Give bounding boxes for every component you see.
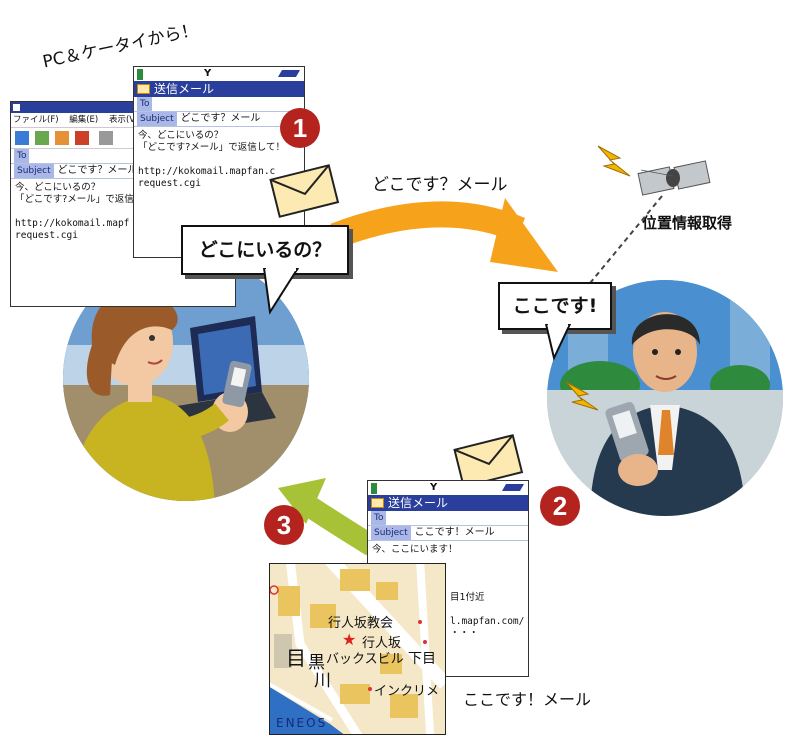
woman-circle	[63, 255, 309, 501]
menu-view[interactable]: 表示(V)	[108, 115, 139, 125]
phone-to-row[interactable]: To	[134, 97, 304, 112]
phone-mail-body[interactable]: 今、どこにいるの？ 「どこです?メール」で返信して！ http://kokoma…	[138, 130, 285, 189]
step-3-badge: 3	[264, 505, 304, 545]
paste-toolbar-icon[interactable]	[55, 131, 69, 145]
map-label-shimome: 下目	[408, 651, 436, 667]
envelope-icon	[453, 434, 524, 488]
pc-mail-body[interactable]: 今、どこにいるの？ 「どこです?メール」で返信 http://kokomail.…	[15, 182, 134, 241]
edit-toolbar-icon[interactable]	[75, 131, 89, 145]
copy-toolbar-icon[interactable]	[35, 131, 49, 145]
bubble-tail	[544, 324, 572, 362]
map-graphics	[270, 564, 445, 734]
map-label-increment: インクリメ	[374, 684, 440, 699]
battery-icon	[137, 69, 143, 80]
map-label-kawa: 川	[314, 671, 331, 691]
satellite-icon	[585, 160, 711, 289]
network-icon	[277, 70, 301, 77]
step-1-label: どこです？メール	[372, 175, 508, 195]
menu-edit[interactable]: 編集(E)	[69, 115, 99, 125]
pc-title-bar	[11, 102, 235, 113]
phone-status-bar: Y	[368, 481, 528, 495]
window-icon	[13, 104, 20, 111]
map-label-eneos: ENEOS	[276, 716, 328, 730]
phone-mail-body[interactable]: 今、ここにいます！ 目1付近 l.mapfan.com/ ・・・	[372, 544, 525, 639]
signal-lightning-icon	[565, 145, 631, 411]
mail-icon	[137, 84, 150, 94]
phone-title-bar: 送信メール	[368, 495, 528, 511]
antenna-icon: Y	[204, 68, 212, 79]
menu-file[interactable]: ファイル(F)	[13, 115, 59, 125]
speech-bubble-where: どこにいるの？	[181, 225, 349, 275]
envelope-icon	[269, 164, 340, 218]
step-3-label: ここです！メール	[463, 690, 592, 709]
pc-to-row[interactable]: To	[11, 149, 235, 164]
map-label-kuro: 黒	[308, 653, 325, 673]
send-arrow	[330, 198, 558, 272]
phone-title-bar: 送信メール	[134, 81, 304, 97]
map-label-slope: 行人坂	[362, 636, 402, 651]
map-label-me: 目	[286, 646, 306, 670]
send-toolbar-icon[interactable]	[15, 131, 29, 145]
bubble-tail	[262, 268, 300, 315]
phone-status-bar: Y	[134, 67, 304, 81]
phone-to-row[interactable]: To	[368, 511, 528, 526]
step-2-badge: 2	[540, 486, 580, 526]
step-1-badge: 1	[280, 108, 320, 148]
battery-icon	[371, 483, 377, 494]
speech-bubble-here: ここです!	[498, 282, 612, 330]
antenna-icon: Y	[430, 482, 438, 493]
more-toolbar-icon[interactable]	[99, 131, 113, 145]
reply-arrow	[278, 478, 378, 556]
map-label-church: 行人坂教会	[328, 616, 394, 631]
map-pin-icon: ★	[342, 630, 357, 649]
network-icon	[501, 484, 525, 491]
pc-toolbar	[11, 128, 235, 149]
map-label-building: バックスビル	[326, 652, 404, 667]
location-label: 位置情報取得	[642, 214, 733, 232]
map-view[interactable]: ★ 行人坂教会 行人坂 目 黒 川 バックスビル 下目 インクリメ ENEOS	[269, 563, 446, 735]
mail-icon	[371, 498, 384, 508]
